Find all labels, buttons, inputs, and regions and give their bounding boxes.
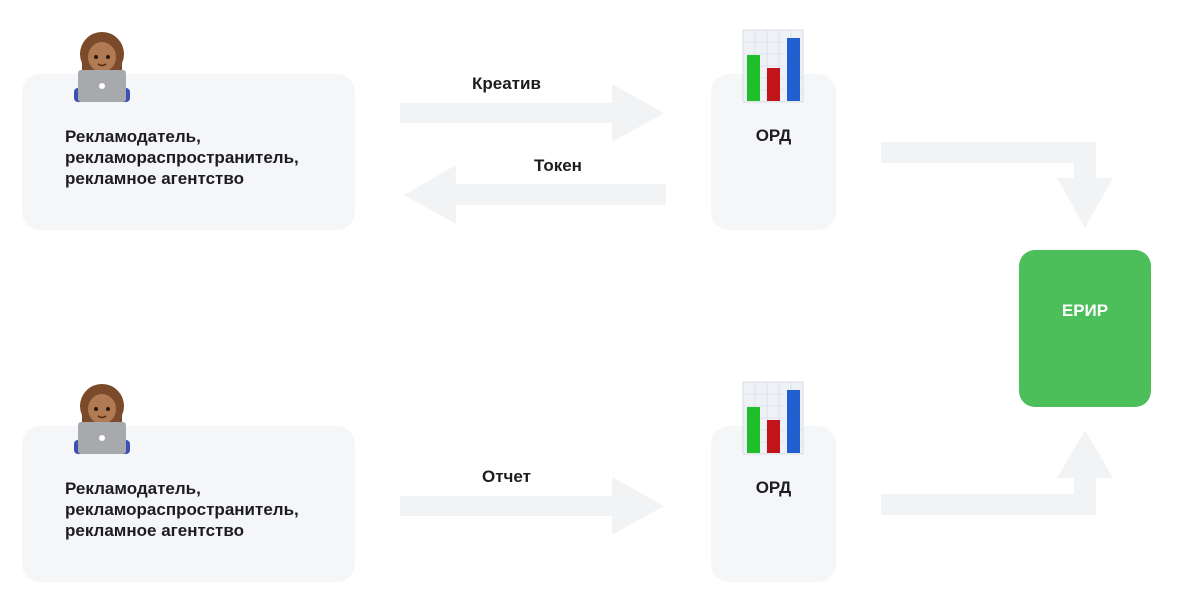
bar-chart-icon — [742, 381, 804, 455]
bar-chart-icon — [742, 29, 804, 103]
party-line: Рекламодатель, — [65, 479, 201, 498]
arrow-label-report: Отчет — [482, 467, 531, 486]
arrow-token — [404, 165, 666, 224]
person-with-laptop-icon — [74, 32, 130, 102]
arrow-ord-to-erir-top — [881, 142, 1113, 228]
person-with-laptop-icon — [74, 384, 130, 454]
erir-label: ЕРИР — [1061, 301, 1109, 320]
party-text: Рекламодатель, рекламораспространитель, … — [65, 126, 299, 189]
party-line: рекламораспространитель, — [65, 148, 299, 167]
arrow-creative — [400, 84, 664, 142]
party-text: Рекламодатель, рекламораспространитель, … — [65, 478, 299, 541]
party-line: рекламное агентство — [65, 169, 244, 188]
arrow-label-creative: Креатив — [472, 74, 541, 93]
party-line: рекламное агентство — [65, 521, 244, 540]
erir-box: ЕРИР — [1019, 250, 1151, 407]
party-line: Рекламодатель, — [65, 127, 201, 146]
arrow-ord-to-erir-bottom — [881, 430, 1113, 515]
arrow-label-token: Токен — [534, 156, 582, 175]
arrow-report — [400, 477, 664, 535]
party-line: рекламораспространитель, — [65, 500, 299, 519]
ord-label: ОРД — [755, 126, 792, 145]
ord-label: ОРД — [755, 478, 792, 497]
